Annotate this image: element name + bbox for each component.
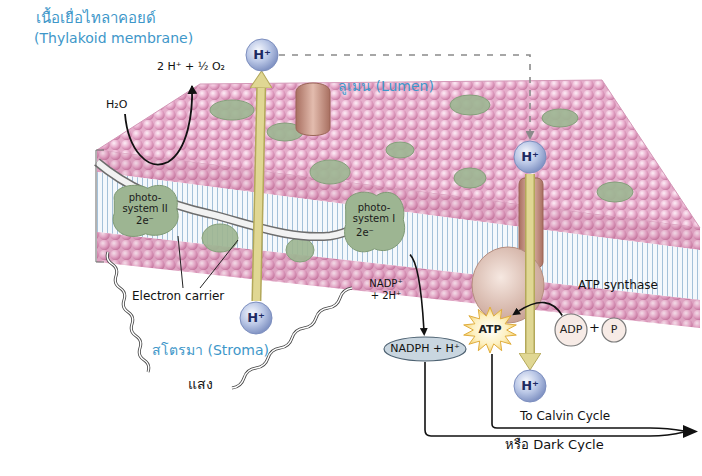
light-wave xyxy=(232,288,352,388)
text-label: ลูเมน (Lumen) xyxy=(338,78,434,94)
proton-circle xyxy=(240,302,272,334)
node-text: 2e⁻ xyxy=(136,216,154,227)
output-line xyxy=(425,362,684,436)
proton-circle xyxy=(514,141,546,173)
node-text: photo- system I xyxy=(348,203,400,224)
atp-burst xyxy=(464,307,517,353)
proton-circle xyxy=(246,39,278,71)
molecule-circle xyxy=(555,314,587,346)
proton-flow-arrow xyxy=(256,88,261,301)
text-label: (Thylakoid membrane) xyxy=(34,30,193,46)
reaction-arrow xyxy=(410,255,424,328)
text-label: ATP synthase xyxy=(578,279,658,293)
node-text: ATP xyxy=(478,324,501,336)
protein-blob xyxy=(286,238,314,262)
proton-flow-arrow xyxy=(530,174,531,353)
protein-blob xyxy=(386,142,414,158)
protein-blob xyxy=(542,109,578,127)
output-arrowhead xyxy=(683,425,698,438)
text-label: NADP⁺ + 2H⁺ xyxy=(364,278,408,301)
photosystem-blob xyxy=(113,185,178,236)
light-wave xyxy=(232,288,352,388)
text-label: + xyxy=(589,321,600,336)
text-label: Electron carrier xyxy=(132,290,224,304)
electron-carrier-ribbon xyxy=(97,162,368,237)
molecule-node: NADPH + H⁺ xyxy=(383,336,467,362)
protein-blobs xyxy=(202,95,633,262)
arrow-body xyxy=(519,303,562,316)
bracket xyxy=(96,150,104,262)
node-text: 2e⁻ xyxy=(356,228,374,239)
molecule-node: P xyxy=(601,317,627,343)
text-label: สโตรมา (Stroma) xyxy=(152,342,269,358)
lipid-tails xyxy=(97,172,700,300)
text-label: เนื้อเยื่อไทลาคอยด์ xyxy=(36,10,156,27)
molecule-ellipse xyxy=(384,337,466,361)
node-text: H⁺ xyxy=(247,311,265,325)
node-text: H⁺ xyxy=(521,379,539,393)
molecule-circle xyxy=(602,318,626,342)
membrane-shade xyxy=(97,232,700,328)
photosystem-node: photo- system II 2e⁻ xyxy=(106,180,184,240)
protein-blob xyxy=(597,182,633,202)
photosystem-node: photo- system I 2e⁻ xyxy=(338,186,410,256)
arrow-body xyxy=(279,55,530,131)
protein-blob xyxy=(310,160,350,184)
node-text: NADPH + H⁺ xyxy=(390,343,459,355)
light-wave xyxy=(107,252,149,372)
arrow-body xyxy=(256,88,261,301)
molecule-node: ADP xyxy=(554,313,588,347)
node-text: P xyxy=(611,324,618,336)
lumen-protein xyxy=(296,83,330,136)
proton-path-arrow xyxy=(279,55,530,131)
membrane-lower-leaflet xyxy=(97,232,700,328)
proton-node: H⁺ xyxy=(513,369,547,403)
light-wave xyxy=(107,252,149,372)
arrow-outline xyxy=(525,174,535,353)
proton-node: H⁺ xyxy=(513,140,547,174)
protein-blob xyxy=(450,95,490,115)
text-label: หรือ Dark Cycle xyxy=(505,438,604,453)
text-label: แสง xyxy=(188,376,213,392)
output-line xyxy=(492,354,684,431)
text-label: To Calvin Cycle xyxy=(520,410,610,424)
proton-circle xyxy=(514,370,546,402)
proton-node: H⁺ xyxy=(239,301,273,335)
protein-blob xyxy=(210,100,254,120)
arrow-body xyxy=(410,255,424,328)
arrow-outline xyxy=(256,88,261,301)
protein-blob xyxy=(202,224,238,252)
photosystem-blob xyxy=(345,192,405,252)
node-text: H⁺ xyxy=(521,150,539,164)
node-text: photo- system II xyxy=(116,193,174,214)
leader-line xyxy=(178,236,238,288)
reaction-arrow xyxy=(519,303,562,316)
protein-blob xyxy=(454,168,486,188)
molecule-node: ATP xyxy=(462,306,518,354)
text-label: H₂O xyxy=(106,99,127,112)
node-text: H⁺ xyxy=(253,48,271,62)
proton-node: H⁺ xyxy=(245,38,279,72)
water-split-arrow xyxy=(125,86,192,164)
electron-carrier-ribbon xyxy=(97,162,368,237)
text-label: 2 H⁺ + ½ O₂ xyxy=(157,61,225,74)
arrow-body xyxy=(527,174,534,353)
node-text: ADP xyxy=(560,324,583,336)
